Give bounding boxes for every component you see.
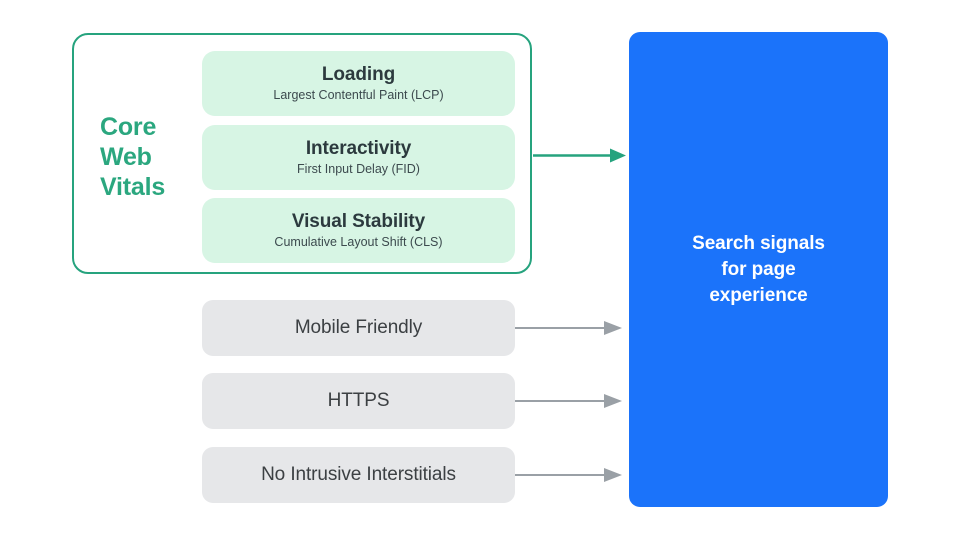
mobile-friendly-label: Mobile Friendly <box>294 317 423 338</box>
metric-card-interactivity: Interactivity First Input Delay (FID) <box>202 125 515 190</box>
core-web-vitals-label-line-3: Vitals <box>100 173 166 201</box>
search-signals-line-3: experience <box>709 284 808 306</box>
metric-subtitle-interactivity: First Input Delay (FID) <box>297 162 420 176</box>
metric-card-loading: Loading Largest Contentful Paint (LCP) <box>202 51 515 116</box>
core-web-vitals-group <box>72 33 532 274</box>
metric-title-loading: Loading <box>321 64 396 85</box>
https-label: HTTPS <box>327 390 390 411</box>
search-signals-line-1: Search signals <box>692 232 825 254</box>
https-arrow <box>515 394 622 408</box>
core-web-vitals-label-line-2: Web <box>100 143 152 171</box>
metric-subtitle-loading: Largest Contentful Paint (LCP) <box>273 88 444 102</box>
mobile-friendly-arrow <box>515 321 622 335</box>
metric-title-interactivity: Interactivity <box>305 138 412 159</box>
core-web-vitals-arrow <box>533 148 626 163</box>
https-card: HTTPS <box>202 373 515 429</box>
core-web-vitals-label-line-1: Core <box>100 113 157 141</box>
search-signals-box: Search signals for page experience <box>629 32 888 507</box>
search-signals-text: Search signals for page experience <box>692 231 825 309</box>
metric-card-visual-stability: Visual Stability Cumulative Layout Shift… <box>202 198 515 263</box>
no-intrusive-interstitials-card: No Intrusive Interstitials <box>202 447 515 503</box>
metric-title-visual-stability: Visual Stability <box>291 211 426 232</box>
metric-subtitle-visual-stability: Cumulative Layout Shift (CLS) <box>274 235 443 249</box>
no-intrusive-interstitials-arrow <box>515 468 622 482</box>
no-intrusive-interstitials-label: No Intrusive Interstitials <box>261 464 456 485</box>
mobile-friendly-card: Mobile Friendly <box>202 300 515 356</box>
core-web-vitals-label: Core Web Vitals <box>100 112 192 202</box>
search-signals-line-2: for page <box>721 258 796 280</box>
